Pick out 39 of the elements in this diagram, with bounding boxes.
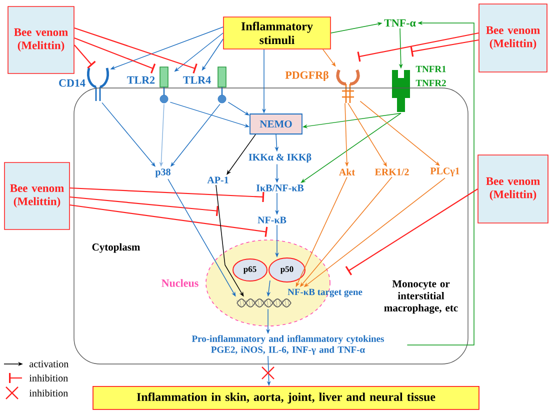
region-label: Cytoplasm [92,243,140,253]
protein-label: p38 [155,168,170,178]
receptor-label: TNFR2 [416,80,446,86]
protein-label: NF-κB [258,216,286,224]
arrow [226,134,256,175]
protein-label: NF-κB target gene [288,288,362,298]
receptor-label: PDGFRβ [285,70,328,82]
inhibition-line [70,187,264,202]
receptor-label: TNFR1 [416,66,446,72]
protein-box: NEMO [250,114,302,134]
legend-label: inhibition [29,374,68,382]
legend-label: inhibition [29,389,68,396]
venom-box: Bee venom (Melittin) [4,162,70,230]
inhibition-line [345,188,478,276]
inhibition-line [70,204,268,237]
receptor-label: TLR4 [183,76,211,84]
protein-label: IκB/NF-κB [256,184,304,192]
protein-label: PLCγ1 [430,168,460,176]
receptor-label: TLR2 [127,76,155,84]
protein-label: IKKα & IKKβ [248,153,312,163]
protein-label: TNF-α [384,19,416,27]
cytokine-label: Pro-inflammatory and inflammatory cytokines PGE2, iNOS, IL-6, INF-γ and TNF-α [192,335,384,355]
region-label: Monocyte or interstitial macrophage, etc [384,280,458,314]
inhibition-line [70,196,218,216]
venom-box: Bee venom (Melittin) [478,154,548,224]
protein-label: ERK1/2 [374,168,409,176]
venom-box: Bee venom (Melittin) [478,4,548,72]
outcome-box: Inflammation in skin, aorta, joint, liver and neural tissue [92,386,480,410]
protein-label: Akt [339,168,356,176]
dna-drawing [236,298,292,308]
inhibition-line [357,32,479,62]
legend-label: activation [30,360,68,368]
inhibition-line [410,39,479,57]
stimulus-box: Inflammatory stimuli [223,16,331,50]
receptor-label: CD14 [59,79,86,87]
nucleus-label: Nucleus [162,279,198,287]
arrow [360,100,440,166]
venom-box: Bee venom (Melittin) [8,6,74,74]
protein-label: AP-1 [207,176,228,184]
